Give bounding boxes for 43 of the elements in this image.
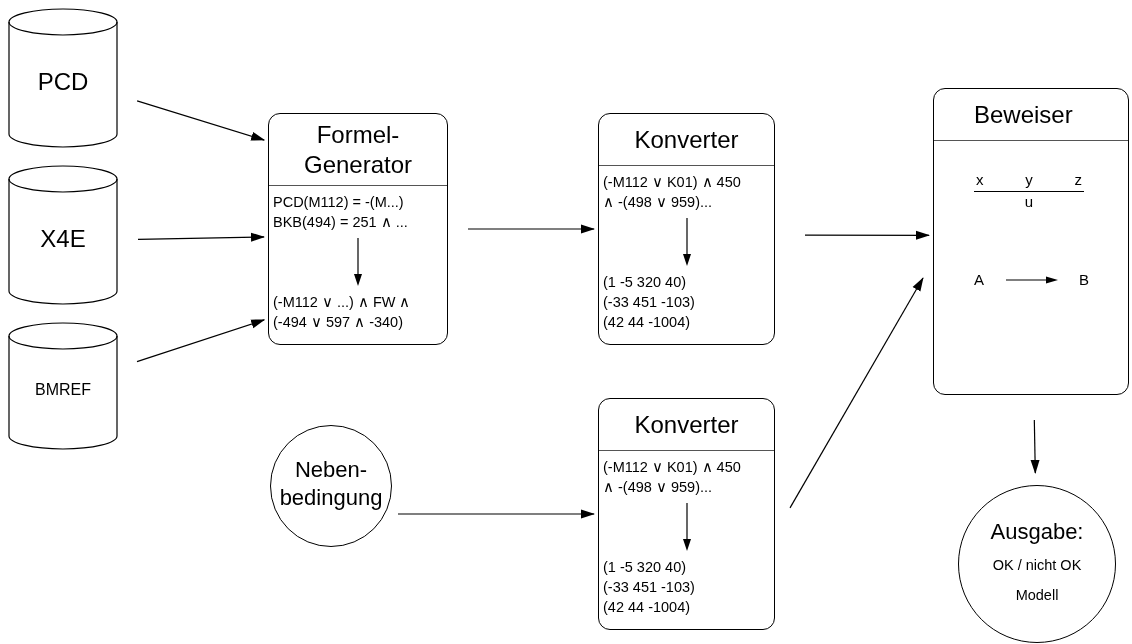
formula-text: ∧ -(498 ∨ 959)...: [603, 193, 714, 212]
process-box: [933, 88, 1129, 395]
formula-text: (-33 451 -103): [603, 293, 696, 312]
cylinder-label: X4E: [40, 224, 86, 254]
arrow: [137, 232, 265, 242]
arrow: [1030, 419, 1040, 474]
node-label: Modell: [1015, 586, 1059, 605]
formula-text: PCD(M112) = -(M...): [273, 193, 405, 212]
formula-text: (-M112 ∨ K01) ∧ 450: [603, 458, 742, 477]
arrow: [804, 230, 930, 240]
node-label: OK / nicht OK: [992, 556, 1082, 575]
formula-text: y: [1025, 171, 1033, 189]
formula-text: (-494 ∨ 597 ∧ -340): [273, 313, 404, 332]
formula-text: x: [976, 171, 984, 189]
process-box: [598, 113, 775, 345]
box-heading: Formel- Generator: [302, 119, 414, 180]
formula-text: ∧ -(498 ∨ 959)...: [603, 478, 714, 497]
arrow: [136, 319, 266, 363]
formula-text: (-M112 ∨ K01) ∧ 450: [603, 173, 742, 192]
box-heading: Konverter: [633, 124, 740, 155]
formula-text: u: [1024, 193, 1034, 211]
arrow: [397, 509, 595, 519]
node-label: Ausgabe:: [989, 518, 1085, 546]
arrow: [467, 224, 595, 234]
formula-text: B: [1079, 271, 1089, 289]
cylinder-label: BMREF: [35, 380, 91, 400]
formula-text: A: [974, 271, 984, 289]
formula-text: (1 -5 320 40): [603, 273, 688, 292]
formula-text: (42 44 -1004): [603, 313, 692, 332]
formula-text: (-M112 ∨ ...) ∧ FW ∧: [273, 293, 412, 312]
box-heading: Konverter: [633, 409, 740, 440]
formula-text: (1 -5 320 40): [603, 558, 688, 577]
formula-text: (-33 451 -103): [603, 578, 696, 597]
arrow: [136, 100, 266, 141]
formula-text: (42 44 -1004): [603, 598, 692, 617]
cylinder-label: PCD: [37, 67, 89, 97]
process-box: [268, 113, 448, 345]
formula-text: BKB(494) = 251 ∧ ...: [273, 213, 409, 232]
box-heading: Beweiser: [974, 99, 1073, 130]
arrow: [789, 277, 924, 509]
process-box: [598, 398, 775, 630]
formula-text: z: [1074, 171, 1082, 189]
node-label: Neben- bedingung: [278, 456, 384, 512]
